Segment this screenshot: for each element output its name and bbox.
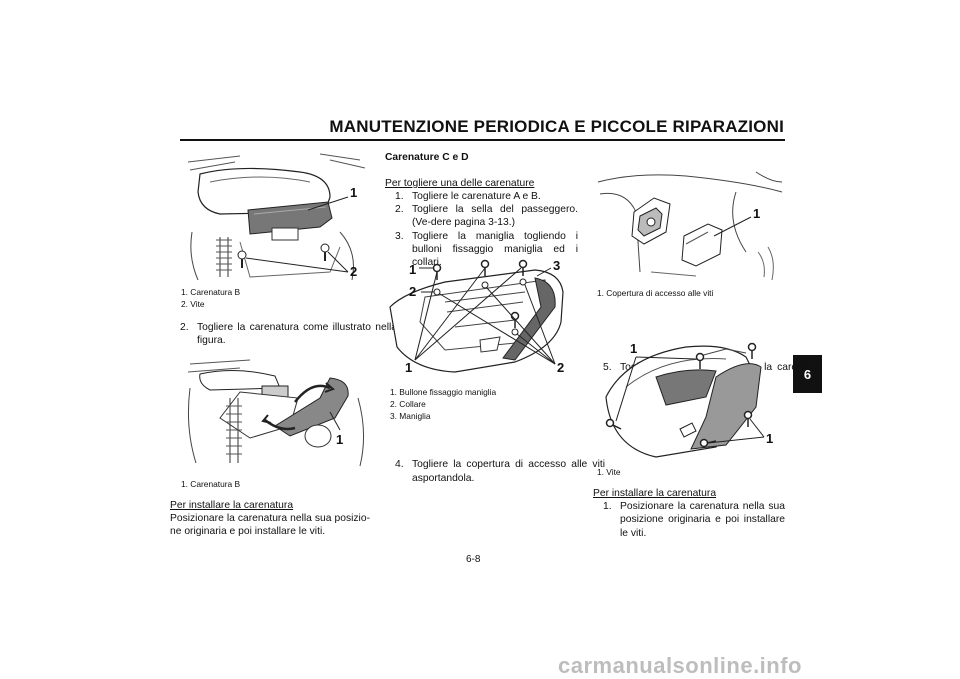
install-heading: Per installare la carenatura (593, 488, 717, 499)
fig3-caption-2: 2. Collare (390, 399, 426, 409)
figure-fairing-screws: 1 1 (605, 341, 773, 458)
watermark: carmanualsonline.info (558, 653, 802, 678)
step-2b: 2.Togliere la sella del passeggero. (Ve-… (395, 204, 578, 229)
step-2: 2.Togliere la carenatura come illustrato… (180, 322, 397, 347)
fig3-caption-1: 1. Bullone fissaggio maniglia (390, 387, 497, 397)
fig1-callout: 1 (350, 185, 357, 200)
fig4-caption-1: 1. Copertura di accesso alle viti (597, 288, 714, 298)
remove-heading: Per togliere una delle carenature (385, 178, 535, 189)
header-rule (180, 139, 785, 141)
steps-list: 1.Togliere le carenature A e B. 2.Toglie… (385, 190, 578, 269)
step-3: 3.Togliere la maniglia togliendo i bullo… (395, 230, 578, 269)
fig5-callout: 1 (630, 341, 637, 356)
page-title: MANUTENZIONE PERIODICA E PICCOLE RIPARAZ… (329, 117, 784, 136)
section-title: Carenature C e D (385, 152, 469, 163)
fig1-caption-1: 1. Carenatura B (181, 287, 241, 297)
fig5-caption-1: 1. Vite (597, 467, 621, 477)
figure-fairing-b-removal: 1 (187, 359, 365, 467)
figure-handle-bolts: 1 2 3 1 2 (389, 258, 564, 375)
fig2-callout: 1 (336, 432, 343, 447)
fig2-caption-1: 1. Carenatura B (181, 479, 241, 489)
fig4-callout: 1 (753, 206, 760, 221)
fig1-caption-2: 2. Vite (181, 299, 205, 309)
page-number: 6-8 (466, 554, 481, 565)
figure-fairing-b-screws: 1 2 (187, 153, 366, 281)
step-4: 4.Togliere la copertura di accesso alle … (395, 459, 605, 484)
fig3-callout: 1 (405, 360, 412, 375)
fig3-callout: 3 (553, 258, 560, 273)
install-section-col3: Per installare la carenatura 1.Posiziona… (593, 487, 785, 540)
fig3-callout: 1 (409, 262, 416, 277)
fig3-callout: 2 (557, 360, 564, 375)
install-section-col1: Per installare la carenatura Posizionare… (170, 499, 370, 539)
fig5-callout: 1 (766, 431, 773, 446)
chapter-tab: 6 (793, 355, 822, 393)
fig1-callout: 2 (350, 264, 357, 279)
install-heading: Per installare la carenatura (170, 500, 294, 511)
fig3-callout: 2 (409, 284, 416, 299)
fig3-caption-3: 3. Maniglia (390, 411, 431, 421)
step-1: 1.Togliere le carenature A e B. (395, 191, 541, 202)
install-text: Posizionare la carenatura nella sua posi… (170, 513, 370, 538)
figure-access-cover: 1 (597, 171, 783, 281)
install-step-1: 1.Posizionare la carenatura nella sua po… (603, 501, 785, 539)
